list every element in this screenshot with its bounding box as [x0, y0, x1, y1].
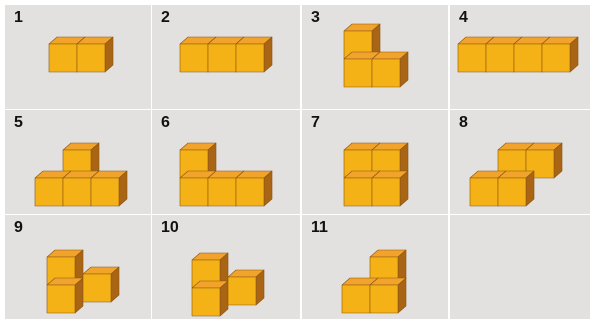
cube-front-face [498, 178, 526, 206]
cube-front-face [344, 178, 372, 206]
polycube-figure [5, 5, 151, 109]
cube-front-face [228, 277, 256, 305]
cube-front-face [180, 178, 208, 206]
cube [47, 278, 83, 313]
cube [83, 267, 119, 302]
cube-front-face [344, 59, 372, 87]
cube-front-face [486, 44, 514, 72]
cube-front-face [208, 178, 236, 206]
figure-cell: 5 [5, 110, 151, 214]
cube [192, 281, 228, 316]
cube-front-face [49, 44, 77, 72]
cube-front-face [236, 178, 264, 206]
figure-cell [450, 215, 590, 319]
figure-cell: 11 [302, 215, 448, 319]
cube [372, 171, 408, 206]
cube-front-face [208, 44, 236, 72]
cube [236, 37, 272, 72]
figure-cell: 3 [302, 5, 448, 109]
cube-front-face [372, 178, 400, 206]
polycube-figure [302, 110, 448, 214]
cube-front-face [83, 274, 111, 302]
figure-cell: 6 [152, 110, 300, 214]
cube [236, 171, 272, 206]
polycube-figure [152, 215, 300, 319]
cube-front-face [180, 44, 208, 72]
polycube-figure [152, 110, 300, 214]
cube-front-face [35, 178, 63, 206]
figure-cell: 7 [302, 110, 448, 214]
polycube-figure [450, 5, 590, 109]
cube-front-face [47, 285, 75, 313]
polycube-figure [302, 5, 448, 109]
figure-cell: 2 [152, 5, 300, 109]
cube-front-face [342, 285, 370, 313]
cube-front-face [542, 44, 570, 72]
cube [91, 171, 127, 206]
figure-cell: 4 [450, 5, 590, 109]
polycube-figure [5, 215, 151, 319]
cube-front-face [514, 44, 542, 72]
cube-front-face [458, 44, 486, 72]
cube [77, 37, 113, 72]
cube [370, 278, 406, 313]
figure-cell: 8 [450, 110, 590, 214]
figure-cell: 9 [5, 215, 151, 319]
cube-front-face [236, 44, 264, 72]
cube [542, 37, 578, 72]
cube-front-face [91, 178, 119, 206]
polycube-figure [302, 215, 448, 319]
figure-cell: 10 [152, 215, 300, 319]
cube-front-face [470, 178, 498, 206]
cube-front-face [77, 44, 105, 72]
cube [372, 52, 408, 87]
polycube-figure [450, 110, 590, 214]
cube-front-face [370, 285, 398, 313]
figure-cell: 1 [5, 5, 151, 109]
cube-front-face [372, 59, 400, 87]
cube [228, 270, 264, 305]
polycube-figure [5, 110, 151, 214]
cube [498, 171, 534, 206]
cube-front-face [192, 288, 220, 316]
cube-front-face [63, 178, 91, 206]
polycube-figure [152, 5, 300, 109]
